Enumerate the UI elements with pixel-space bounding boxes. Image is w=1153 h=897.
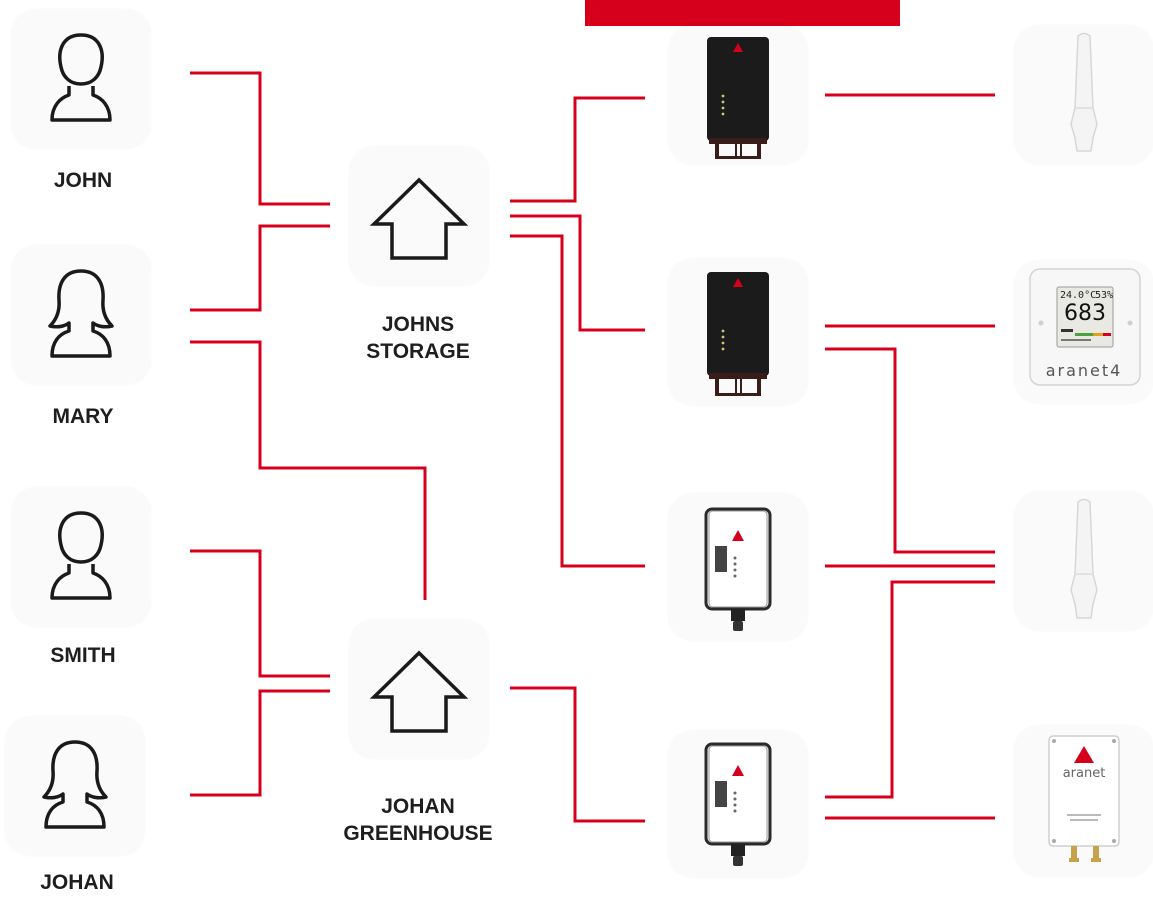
base-station-1[interactable] — [669, 26, 807, 164]
sensor-probe-2[interactable] — [1015, 492, 1153, 630]
user-label-johan: JOHAN — [40, 871, 114, 894]
aranet4-humidity-readout: 53% — [1095, 290, 1114, 301]
connection-greenhouse-station-4 — [510, 686, 645, 823]
connection-john-storage — [190, 71, 330, 206]
connection-station-2-sensor-3 — [825, 347, 995, 554]
aranet4-temp-readout: 24.0°C — [1060, 290, 1097, 301]
user-tile-johan[interactable] — [6, 717, 144, 855]
user-tile-smith[interactable] — [12, 488, 150, 626]
sensor-aranet4[interactable]: 24.0°C 53% 683 aranet4 — [1015, 261, 1153, 403]
user-label-smith: SMITH — [50, 644, 116, 667]
sensor-probe-1[interactable] — [1015, 26, 1153, 164]
pressure-sensor-icon — [1048, 735, 1120, 862]
person-male-icon — [50, 511, 112, 600]
connection-johan-greenhouse — [190, 689, 330, 797]
connection-station-4-sensor-3 — [825, 580, 995, 799]
probe-sensor-icon — [1070, 498, 1098, 619]
connection-mary-storage — [190, 224, 330, 312]
connection-storage-station-2 — [510, 214, 645, 332]
pro-base-station-icon — [707, 272, 769, 396]
connection-storage-station-3 — [510, 234, 645, 568]
user-label-john: JOHN — [53, 169, 113, 192]
aranet4-sensor-icon — [1029, 268, 1141, 386]
connection-mary-greenhouse — [190, 340, 427, 600]
person-male-icon — [50, 33, 112, 122]
house-icon — [369, 650, 469, 733]
base-station-3[interactable] — [669, 494, 807, 640]
pro-base-station-icon — [707, 37, 769, 159]
connection-storage-station-1 — [510, 96, 645, 203]
user-label-mary: MARY — [52, 405, 114, 428]
base-station-2[interactable] — [669, 259, 807, 405]
location-tile-johan-greenhouse[interactable] — [350, 620, 488, 758]
person-female-icon — [42, 740, 108, 829]
house-icon — [369, 177, 469, 260]
location-label-johan-greenhouse: JOHAN GREENHOUSE — [343, 795, 493, 845]
aranet4-brand-label: aranet4 — [1045, 361, 1123, 380]
base-station-4[interactable] — [669, 731, 807, 877]
user-tile-mary[interactable] — [12, 246, 150, 384]
probe-sensor-icon — [1070, 32, 1098, 152]
aranet4-co2-readout: 683 — [1064, 301, 1106, 326]
header-banner — [585, 0, 900, 26]
outdoor-base-station-icon — [704, 507, 772, 631]
location-label-johns-storage: JOHNS STORAGE — [366, 313, 470, 363]
person-female-icon — [48, 269, 114, 358]
sensor-pressure[interactable]: aranet — [1015, 726, 1153, 876]
outdoor-base-station-icon — [704, 742, 772, 866]
user-tile-john[interactable] — [12, 10, 150, 148]
location-tile-johns-storage[interactable] — [350, 147, 488, 285]
connection-smith-greenhouse — [190, 549, 330, 678]
pressure-sensor-brand: aranet — [1062, 766, 1106, 781]
